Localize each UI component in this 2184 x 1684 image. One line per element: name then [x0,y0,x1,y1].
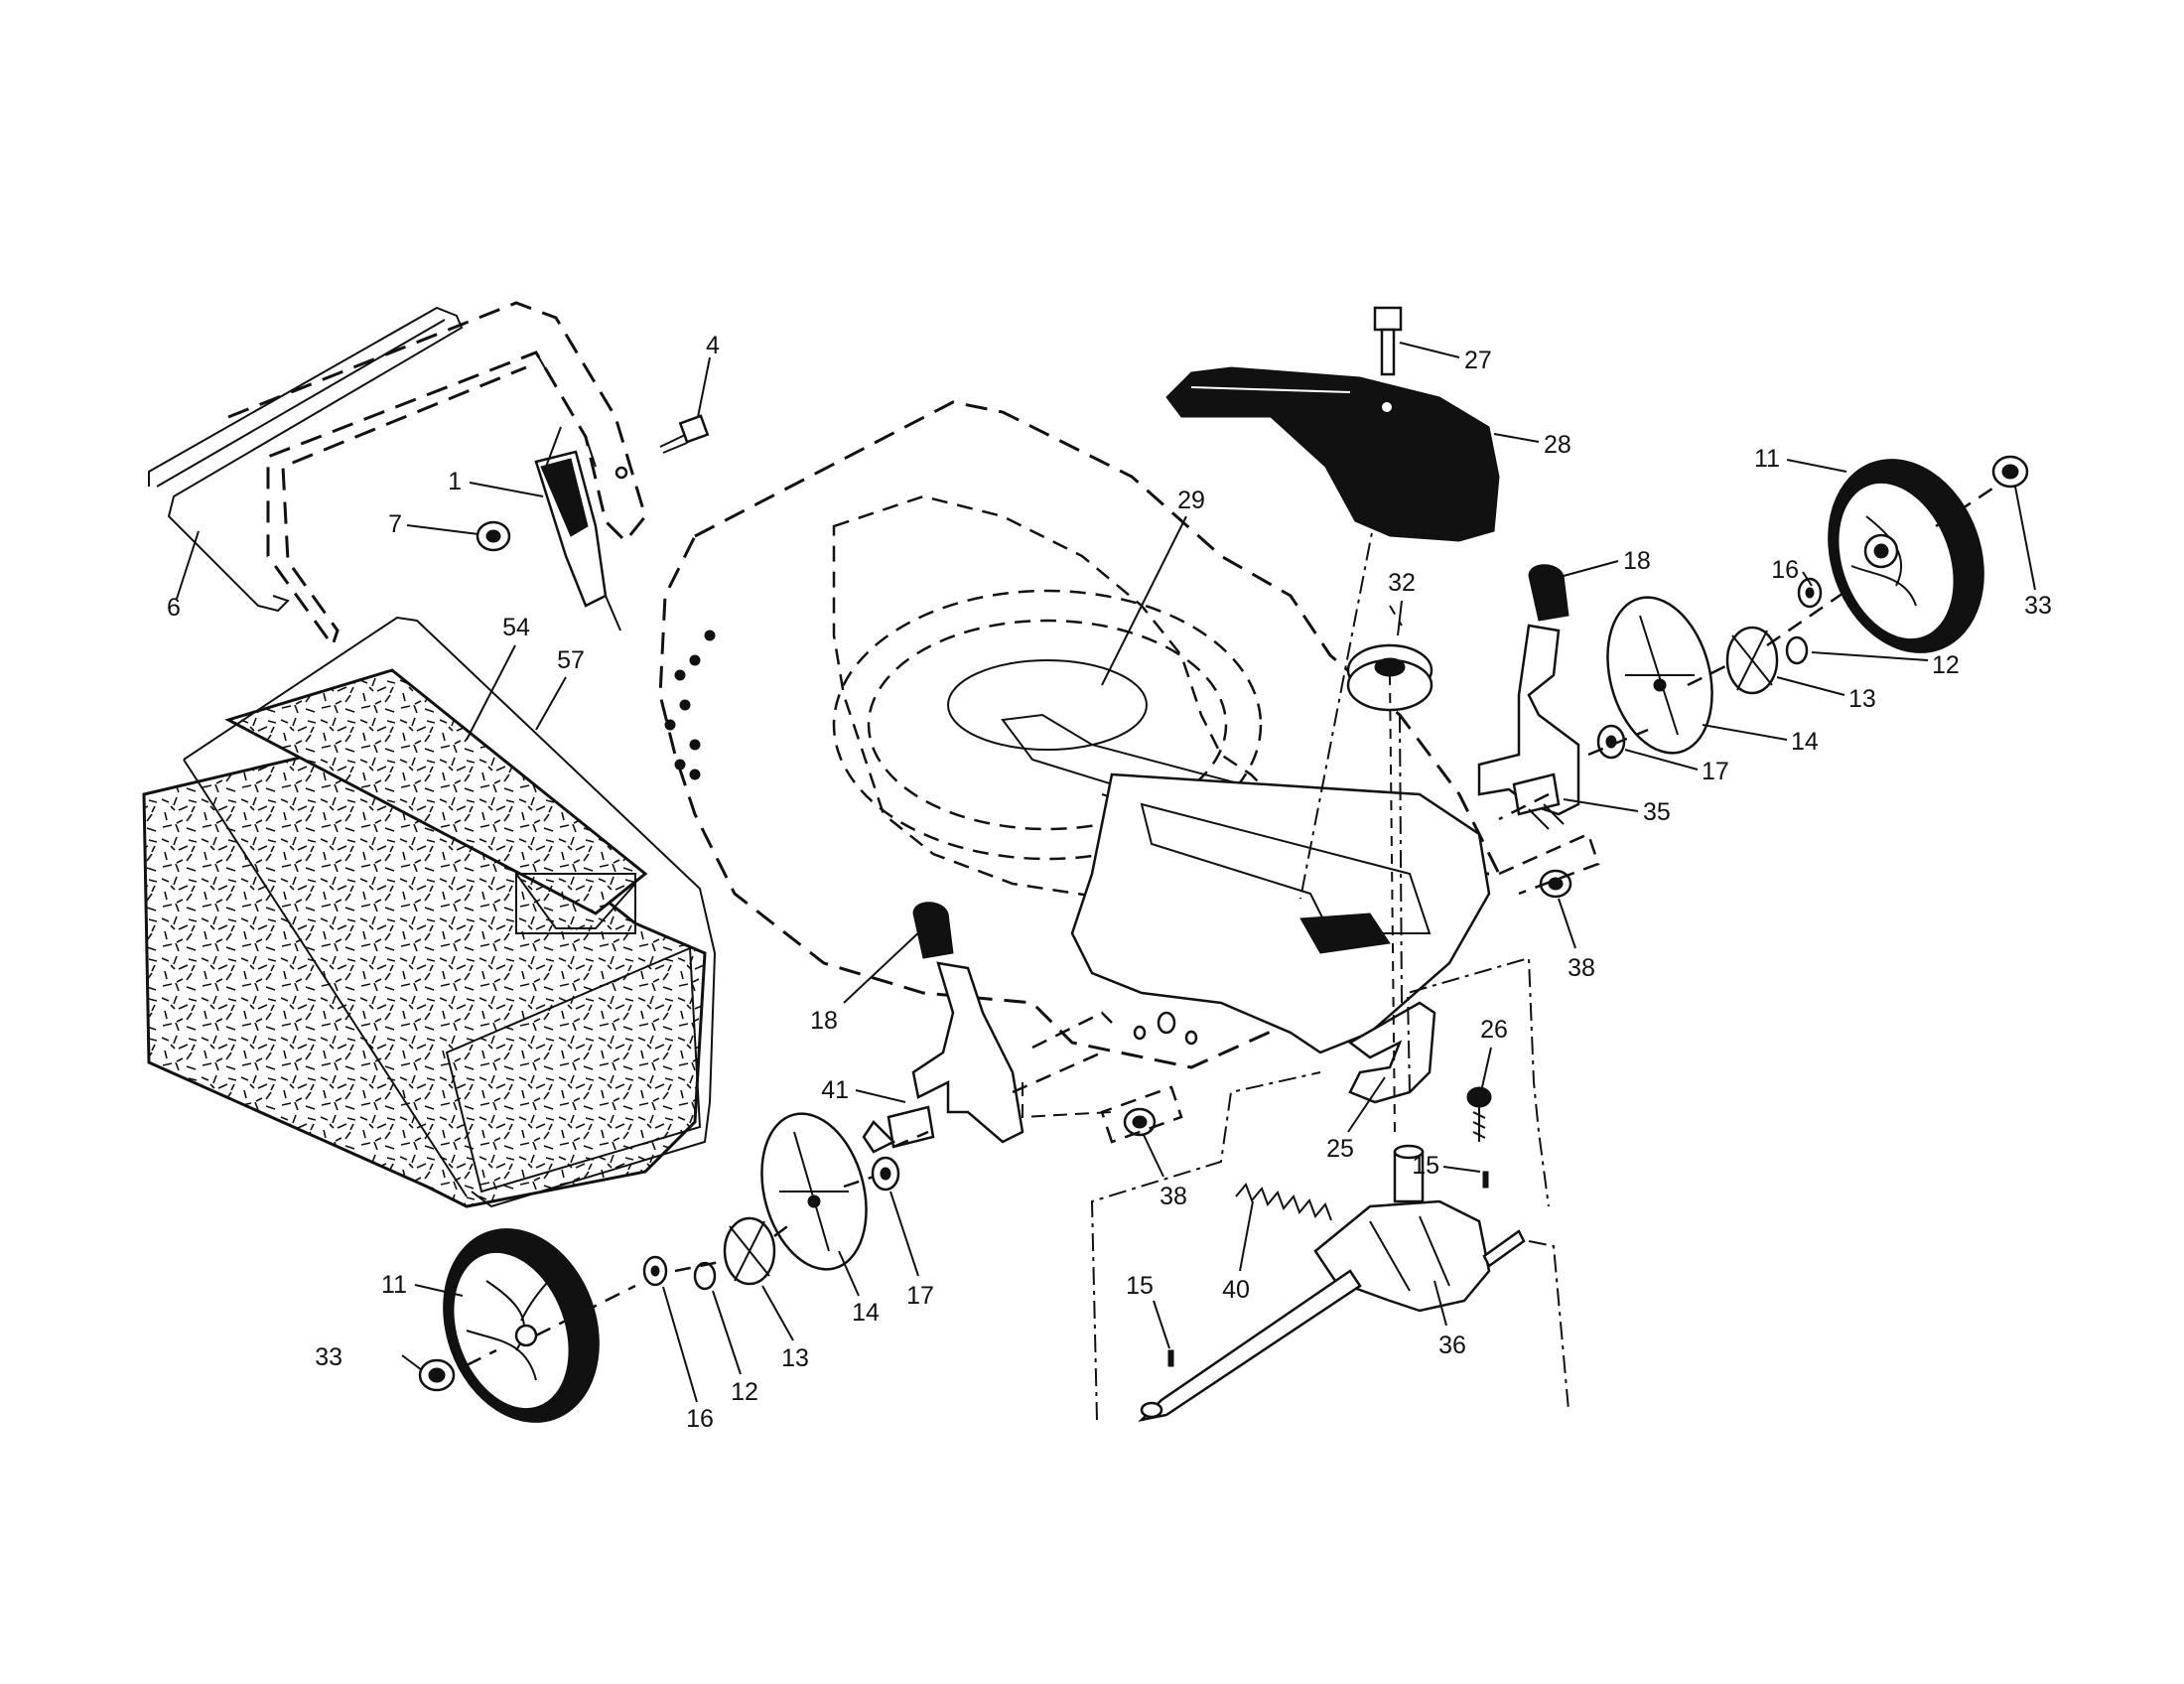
callout-11-right: 11 [1754,445,1780,473]
callout-18-right: 18 [1623,547,1651,575]
handle-assembly [148,301,647,649]
callout-12-left: 12 [731,1378,758,1406]
callout-14-right: 14 [1791,728,1819,756]
callout-17-right: 17 [1702,758,1729,785]
callout-6: 6 [167,594,181,622]
part-35-height-adjuster [1477,624,1580,830]
part-17-spacer-left [871,1156,900,1192]
part-38-nut-left [1123,1107,1157,1137]
callout-4: 4 [706,332,720,359]
part-28-cover [1165,366,1500,542]
callout-17-left: 17 [906,1282,934,1310]
callout-38-left: 38 [1160,1183,1187,1210]
callout-1: 1 [448,468,462,495]
callout-33-right: 33 [2024,592,2052,620]
part-15-pin-b [1167,1349,1174,1367]
part-18-knob-right [1528,564,1570,622]
callout-25: 25 [1326,1135,1354,1163]
part-18-knob-left [912,902,954,959]
part-33-nut-left [418,1358,456,1392]
part-25-bracket [1347,1001,1436,1104]
deck-drive-housing [1070,772,1491,1054]
part-12-clip-right [1785,635,1809,665]
callout-15-top: 15 [1412,1152,1439,1180]
callout-16-right: 16 [1771,556,1799,584]
callout-26: 26 [1480,1016,1508,1044]
part-40-spring [1235,1183,1332,1221]
callout-13-right: 13 [1848,685,1876,713]
part-14-hubcap-right [1606,596,1713,755]
axle-washers [1133,1011,1198,1046]
part-36-transmission [1138,1144,1526,1423]
part-13-gear-right [1725,626,1779,695]
grass-bag [142,616,717,1208]
part-12-clip-left [693,1261,717,1291]
part-26-screw [1466,1086,1492,1142]
leader-lines [176,342,2036,1403]
part-27-bolt [1373,306,1403,376]
callout-33-left: 33 [315,1343,342,1371]
right-wheel [1828,459,1984,653]
callout-13-left: 13 [781,1344,809,1372]
callout-40: 40 [1222,1276,1250,1304]
callout-11-left: 11 [381,1271,407,1299]
callout-27: 27 [1464,347,1492,374]
part-4-bolt [614,414,710,480]
left-wheel [443,1228,600,1423]
part-7-nut [476,520,511,552]
part-16-washer-left [642,1255,668,1287]
callout-7: 7 [388,510,402,538]
callout-35: 35 [1643,798,1671,826]
callout-29: 29 [1177,487,1205,514]
callout-57: 57 [557,646,585,674]
callout-16-left: 16 [686,1405,714,1433]
callout-14-left: 14 [852,1299,880,1327]
part-14-hubcap-left [760,1112,868,1271]
part-13-gear-left [723,1216,776,1286]
callout-54: 54 [502,614,530,641]
part-15-pin-a [1482,1171,1489,1189]
part-41-height-adjuster [862,961,1024,1154]
callout-32: 32 [1388,569,1416,597]
callout-15-bottom: 15 [1126,1272,1154,1300]
callout-12-right: 12 [1932,651,1960,679]
callout-36: 36 [1438,1332,1466,1359]
callout-labels: 1 4 6 7 11 11 12 12 13 13 14 14 15 15 16… [167,332,2052,1433]
part-33-nut-right [1991,455,2029,489]
alignment-lines [466,476,1996,1421]
callout-28: 28 [1544,431,1571,459]
part-16-washer-right [1797,577,1823,609]
callout-41: 41 [821,1076,849,1104]
part-1-bracket [534,426,621,632]
callout-38-right: 38 [1568,954,1595,982]
callout-18-left: 18 [810,1007,838,1035]
